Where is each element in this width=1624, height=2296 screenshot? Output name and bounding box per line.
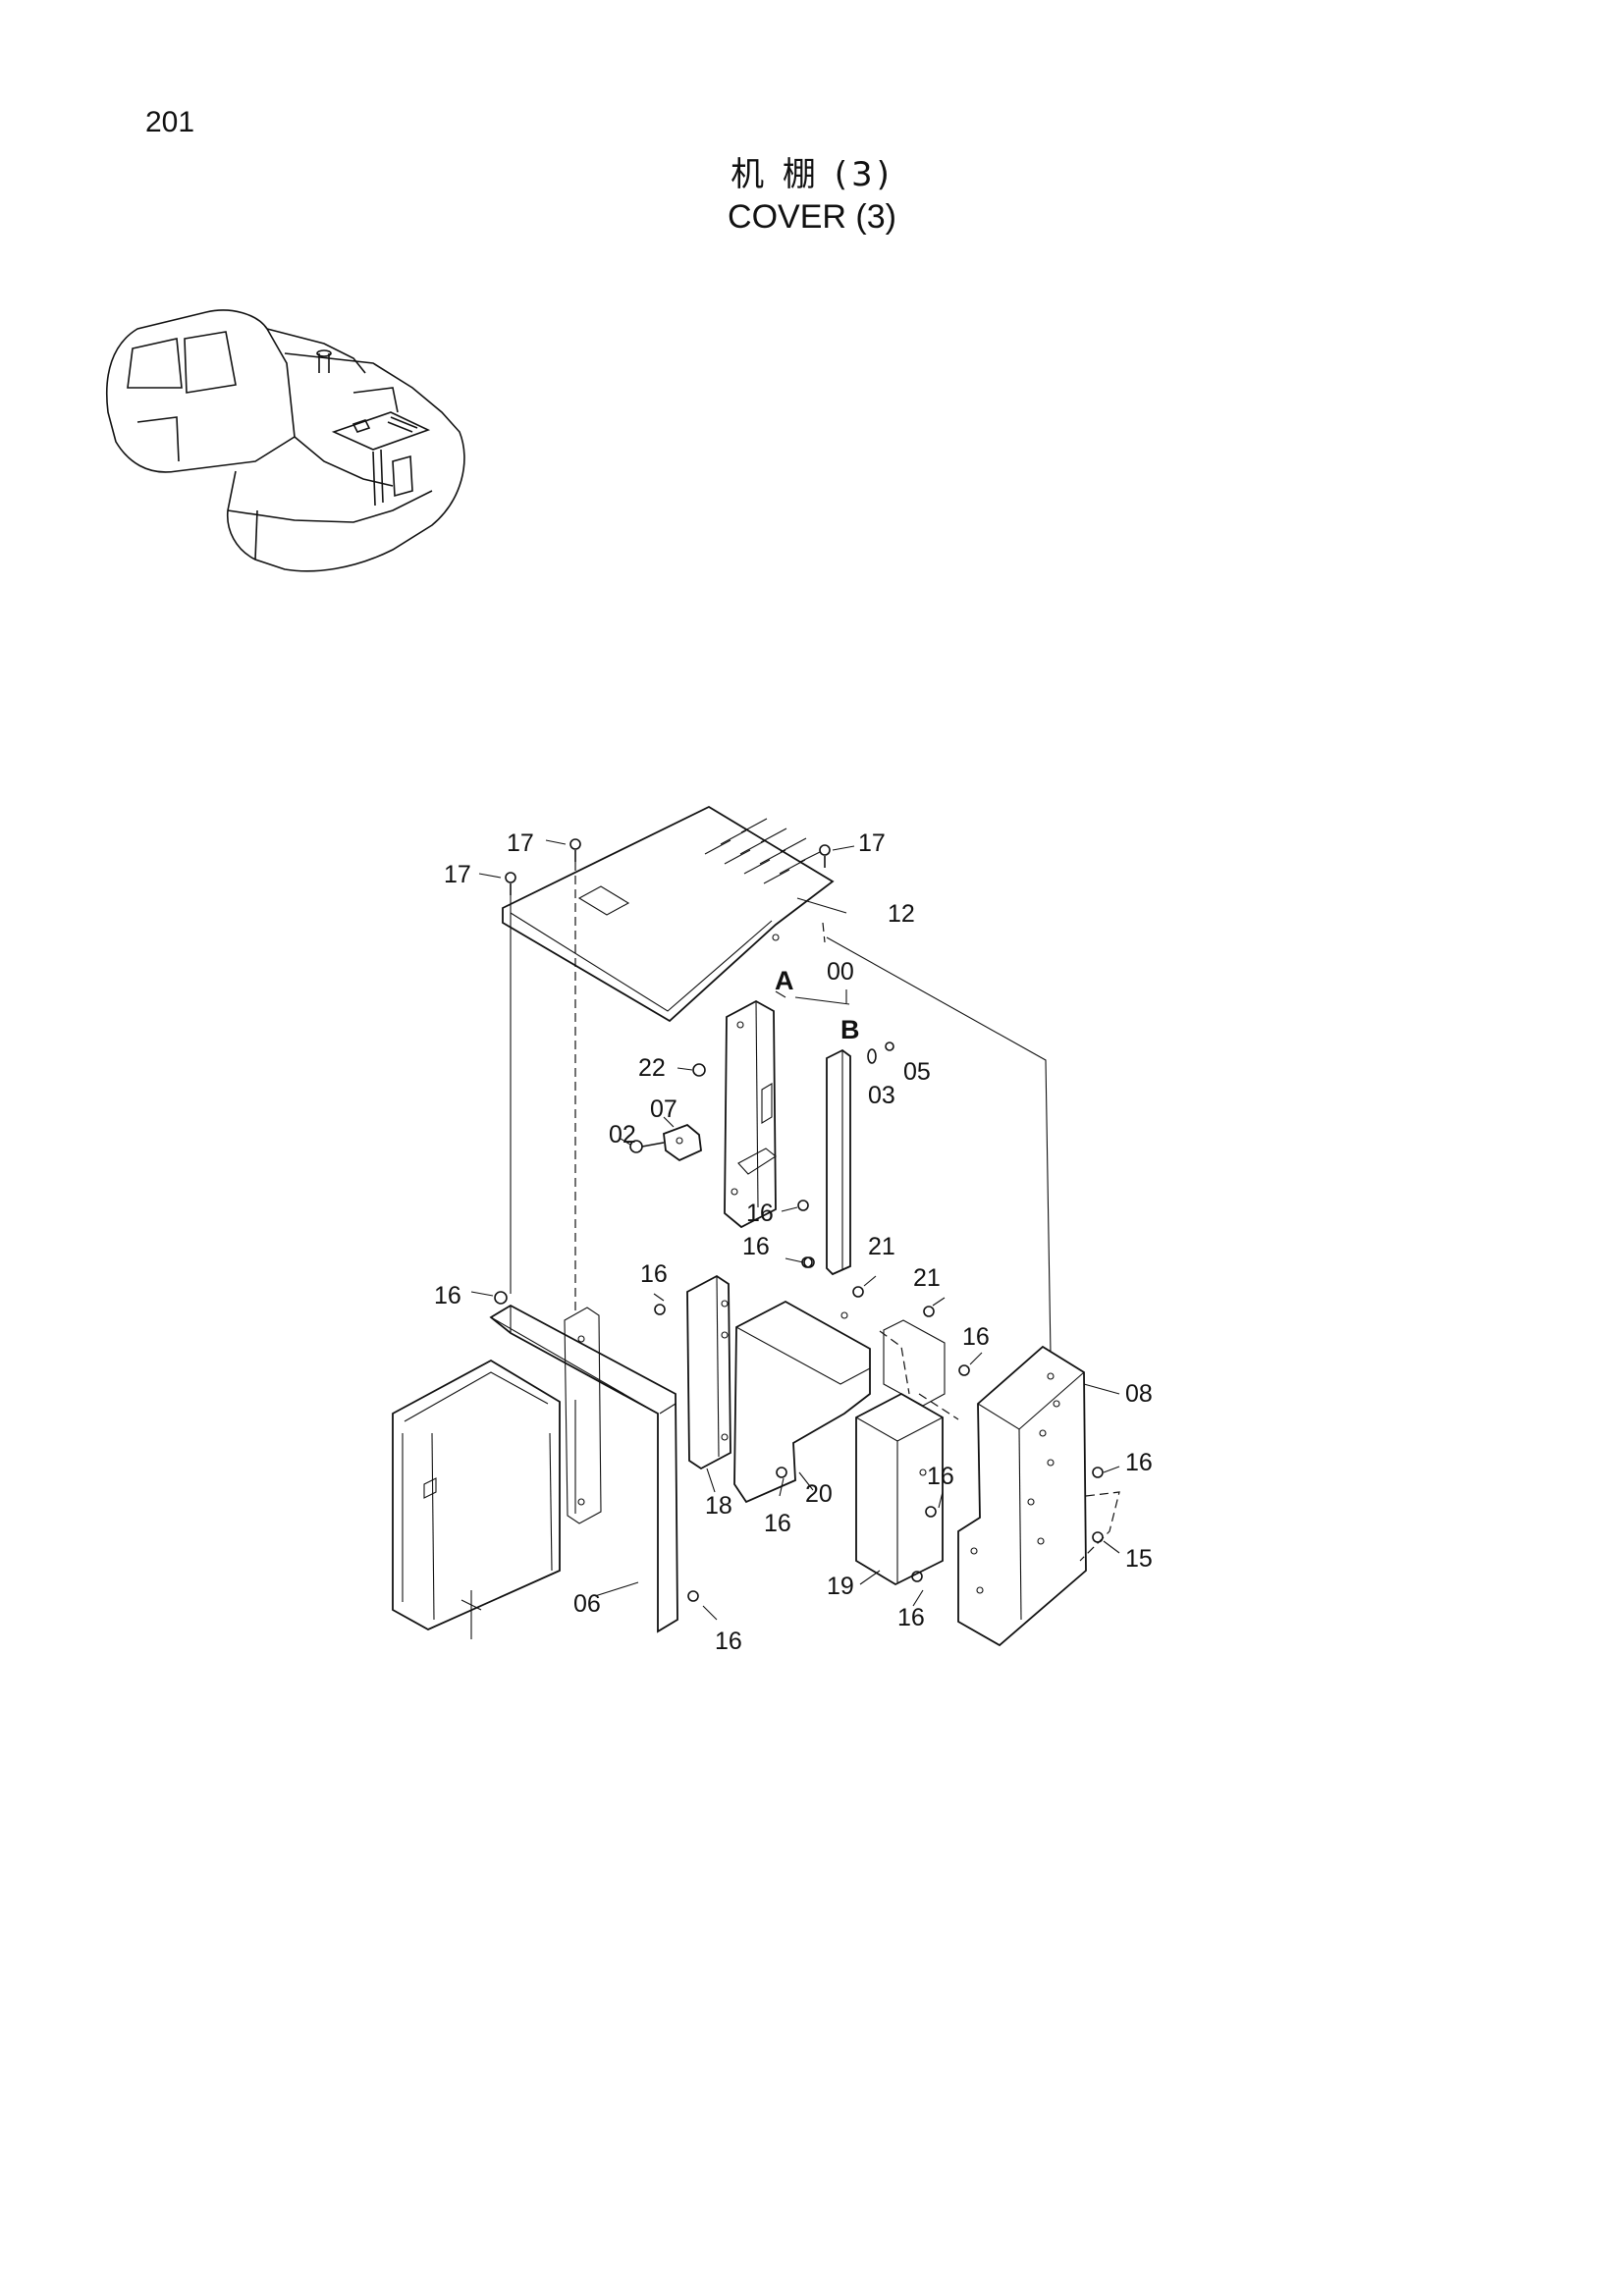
- callout-19: 19: [827, 1573, 854, 1600]
- bolt-16-19a: [925, 1506, 937, 1518]
- left-frame-06: [392, 1304, 678, 1639]
- bolt-16-20a: [801, 1256, 813, 1268]
- bolt-15: [1092, 1531, 1104, 1543]
- bolt-02: [629, 1140, 665, 1153]
- callout-17-right: 17: [858, 829, 886, 857]
- bracket-21b: [923, 1297, 946, 1317]
- callout-17-mid: 17: [507, 829, 534, 857]
- callout-21-b: 21: [913, 1264, 941, 1292]
- callout-16-g: 16: [927, 1463, 954, 1490]
- bracket-21a: [852, 1275, 877, 1298]
- page-number: 201: [145, 106, 195, 138]
- callout-16-a: 16: [746, 1200, 774, 1227]
- callout-08: 08: [1125, 1380, 1153, 1408]
- bolt-16-08a: [958, 1364, 970, 1376]
- bracket-part-a: [724, 999, 777, 1229]
- callout-21-a: 21: [868, 1233, 895, 1260]
- callout-16-b: 16: [742, 1233, 770, 1260]
- bolt-16-19b: [911, 1571, 923, 1582]
- bolt-16-frame: [494, 1291, 508, 1305]
- screw-22: [692, 1063, 706, 1077]
- panel-20: [733, 1300, 871, 1504]
- bolt-16-18: [654, 1304, 666, 1315]
- washer-03: [867, 1048, 877, 1064]
- bolt-16-20b: [776, 1467, 787, 1478]
- title-chinese: 机 棚 (3): [731, 155, 893, 194]
- bolt-05: [885, 1041, 894, 1051]
- excavator-overview-illustration: [105, 309, 465, 572]
- bolt-16-08b: [1092, 1467, 1104, 1478]
- top-cover-panel: [502, 805, 835, 1023]
- bracket-18: [686, 1274, 731, 1470]
- callout-18: 18: [705, 1492, 732, 1520]
- callout-16-h: 16: [764, 1510, 791, 1537]
- callout-17-left: 17: [444, 861, 471, 888]
- box-19: [855, 1392, 944, 1586]
- latch-07: [663, 1123, 702, 1162]
- bolt-17-right: [819, 844, 831, 868]
- callout-00: 00: [827, 958, 854, 986]
- callout-20: 20: [805, 1480, 833, 1508]
- strip-part-b: [826, 1048, 851, 1276]
- bolt-16-a: [797, 1200, 809, 1211]
- callout-16-j: 16: [715, 1628, 742, 1655]
- callout-16-i: 16: [897, 1604, 925, 1631]
- callout-16-d: 16: [434, 1282, 461, 1309]
- callout-03: 03: [868, 1082, 895, 1109]
- bolt-16-bottom-left: [687, 1590, 699, 1602]
- callout-22: 22: [638, 1054, 666, 1082]
- callout-07: 07: [650, 1095, 677, 1123]
- callout-06: 06: [573, 1590, 601, 1618]
- callout-12: 12: [888, 900, 915, 928]
- callout-02: 02: [609, 1121, 636, 1148]
- side-panel-08: [957, 1345, 1087, 1647]
- callout-16-f: 16: [1125, 1449, 1153, 1476]
- callout-16-e: 16: [962, 1323, 990, 1351]
- callout-16-c: 16: [640, 1260, 668, 1288]
- bolt-17-mid: [569, 838, 581, 862]
- callout-a: A: [775, 966, 794, 995]
- callout-05: 05: [903, 1058, 931, 1086]
- callout-15: 15: [1125, 1545, 1153, 1573]
- title-english: COVER (3): [728, 198, 896, 236]
- callout-b: B: [840, 1015, 860, 1044]
- bolt-17-left: [505, 872, 516, 895]
